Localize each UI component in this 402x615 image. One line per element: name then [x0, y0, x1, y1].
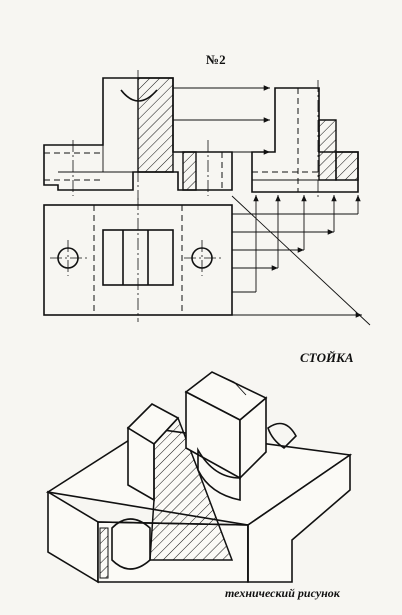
miter-line: [231, 195, 371, 326]
iso-section-hatch: [149, 416, 234, 561]
side-section-hatch-2: [335, 151, 359, 181]
front-section-hatch-2: [182, 151, 197, 191]
front-view: [43, 70, 270, 200]
top-view: [43, 198, 362, 322]
side-view: [251, 80, 361, 292]
isometric-sketch: [45, 371, 353, 584]
sheet-number: №2: [206, 52, 226, 67]
part-name: СТОЙКА: [300, 350, 354, 365]
figure-caption: технический рисунок: [225, 586, 340, 600]
side-section-hatch: [318, 119, 337, 181]
